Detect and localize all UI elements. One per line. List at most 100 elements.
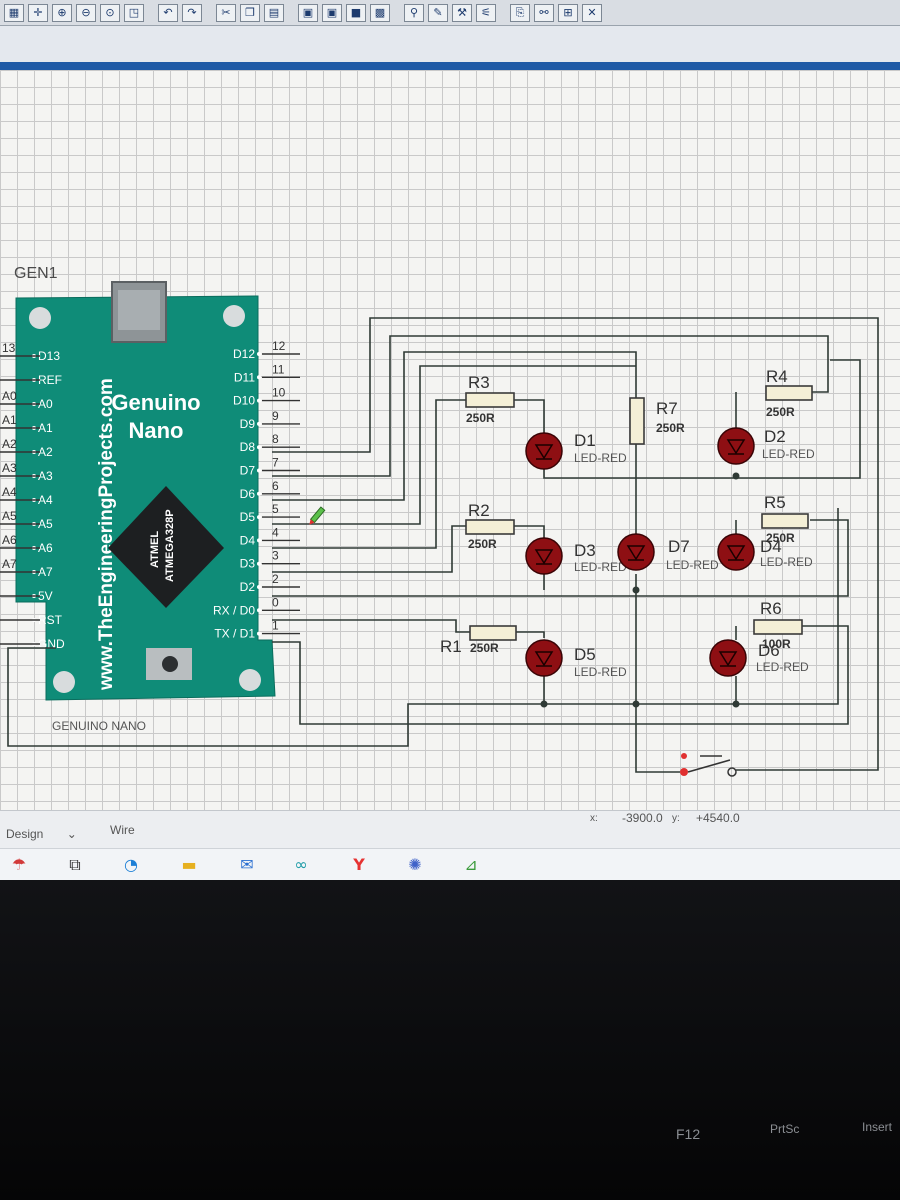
- resistor-value: 250R: [466, 411, 495, 425]
- wires[interactable]: [7, 317, 879, 773]
- pin-label-d4: D4: [240, 533, 256, 547]
- undo-icon[interactable]: ↶: [158, 3, 178, 22]
- pin-number: 1: [272, 619, 279, 633]
- pin-number: 8: [272, 432, 279, 446]
- make-device-icon[interactable]: ✎: [428, 3, 448, 22]
- pin-dot: [257, 491, 261, 496]
- block-rotate-icon[interactable]: ■: [346, 3, 366, 22]
- pick-icon[interactable]: ⚲: [404, 3, 424, 22]
- zoom-out-icon[interactable]: ⊖: [76, 3, 96, 22]
- key-insert: Insert: [862, 1120, 893, 1134]
- mode-selector[interactable]: Design ⌄: [6, 827, 77, 841]
- pin-label-d10: D10: [233, 394, 255, 408]
- pin-dot: [257, 608, 261, 613]
- zoom-in-icon[interactable]: ⊕: [52, 3, 72, 22]
- resistor-value: 100R: [762, 637, 791, 651]
- arduino-icon[interactable]: ∞: [294, 855, 308, 874]
- mail-icon[interactable]: ✉: [240, 855, 254, 874]
- led-ref: D5: [574, 645, 596, 664]
- pin-label-rst: RST: [38, 613, 63, 627]
- schematic-canvas[interactable]: GEN1 Genuino Nano www.TheEngineeringProj…: [0, 70, 900, 810]
- pin-number: 4: [272, 525, 279, 539]
- net-label: A4: [2, 485, 17, 499]
- pin-label-a7: A7: [38, 565, 53, 579]
- cut-icon[interactable]: ✂: [216, 3, 236, 22]
- windows-taskbar: ☂ ⧉ ◔ ▬ ✉ ∞ Y ✺ ⊿: [0, 848, 900, 880]
- pin-dot: [257, 631, 261, 636]
- resistor-ref: R5: [764, 493, 786, 512]
- search-icon[interactable]: ⚯: [534, 3, 554, 22]
- block-move-icon[interactable]: ▣: [322, 3, 342, 22]
- pin-number: 12: [272, 339, 286, 353]
- block-delete-icon[interactable]: ▩: [370, 3, 390, 22]
- pin-label-d13: D13: [38, 349, 60, 363]
- led-type: LED-RED: [756, 660, 809, 674]
- weather-icon[interactable]: ☂: [11, 855, 27, 874]
- y-coord-label: y:: [672, 813, 680, 824]
- resistor-ref: R2: [468, 501, 490, 520]
- resistor-r1[interactable]: R1 250R: [440, 625, 517, 656]
- board-ref: GEN1: [14, 265, 58, 282]
- mount-hole: [53, 671, 75, 693]
- led-ref: D1: [574, 431, 596, 450]
- decompose-icon[interactable]: ⚟: [476, 3, 496, 22]
- resistor-ref: R6: [760, 599, 782, 618]
- package-icon[interactable]: ⚒: [452, 3, 472, 22]
- pencil-cursor-icon: [309, 506, 326, 525]
- task-view-icon[interactable]: ⧉: [69, 855, 81, 874]
- chart-app-icon[interactable]: ⊿: [464, 855, 478, 874]
- resistor-ref: R1: [440, 637, 462, 656]
- wire-autorouter-icon[interactable]: ⎘: [510, 3, 530, 22]
- pin-label-txd1: TX / D1: [214, 627, 255, 641]
- led-ref: D3: [574, 541, 596, 560]
- led-type: LED-RED: [574, 560, 627, 574]
- edge-icon[interactable]: ◔: [124, 855, 138, 874]
- board-footer: GENUINO NANO: [52, 719, 146, 733]
- pin-dot: [257, 561, 261, 566]
- resistor-ref: R7: [656, 399, 678, 418]
- zoom-all-icon[interactable]: ⊙: [100, 3, 120, 22]
- file-explorer-icon[interactable]: ▬: [181, 855, 197, 874]
- chevron-down-icon: ⌄: [66, 827, 77, 841]
- redo-icon[interactable]: ↷: [182, 3, 202, 22]
- led-type: LED-RED: [666, 558, 719, 572]
- pin-label-d12: D12: [233, 347, 255, 361]
- resistor-ref: R4: [766, 367, 788, 386]
- mount-hole: [239, 669, 261, 691]
- pin-number: 10: [272, 386, 286, 400]
- chip-label-1: ATMEL: [149, 531, 161, 568]
- pin-label-a3: A3: [38, 469, 53, 483]
- resistor-r6[interactable]: R6 100R: [753, 599, 803, 651]
- block-copy-icon[interactable]: ▣: [298, 3, 318, 22]
- watermark-url: www.TheEngineeringProjects.com: [96, 378, 117, 691]
- key-prtsc: PrtSc: [770, 1122, 800, 1136]
- net-label: A2: [2, 437, 17, 451]
- yandex-icon[interactable]: Y: [353, 855, 365, 874]
- paste-icon[interactable]: ▤: [264, 3, 284, 22]
- property-icon[interactable]: ⊞: [558, 3, 578, 22]
- genuino-nano-board[interactable]: Genuino Nano www.TheEngineeringProjects.…: [15, 281, 276, 701]
- pin-label-a2: A2: [38, 445, 53, 459]
- proteus-isis-icon[interactable]: ✺: [408, 855, 422, 874]
- zoom-area-icon[interactable]: ◳: [124, 3, 144, 22]
- led-type: LED-RED: [574, 451, 627, 465]
- bom-icon[interactable]: ✕: [582, 3, 602, 22]
- copy-icon[interactable]: ❐: [240, 3, 260, 22]
- laptop-bezel-keyboard: F12 PrtSc Insert: [0, 880, 900, 1200]
- grid-icon[interactable]: ▦: [4, 3, 24, 22]
- push-button[interactable]: [680, 753, 737, 777]
- origin-icon[interactable]: ✛: [28, 3, 48, 22]
- resistor-value: 250R: [470, 641, 499, 655]
